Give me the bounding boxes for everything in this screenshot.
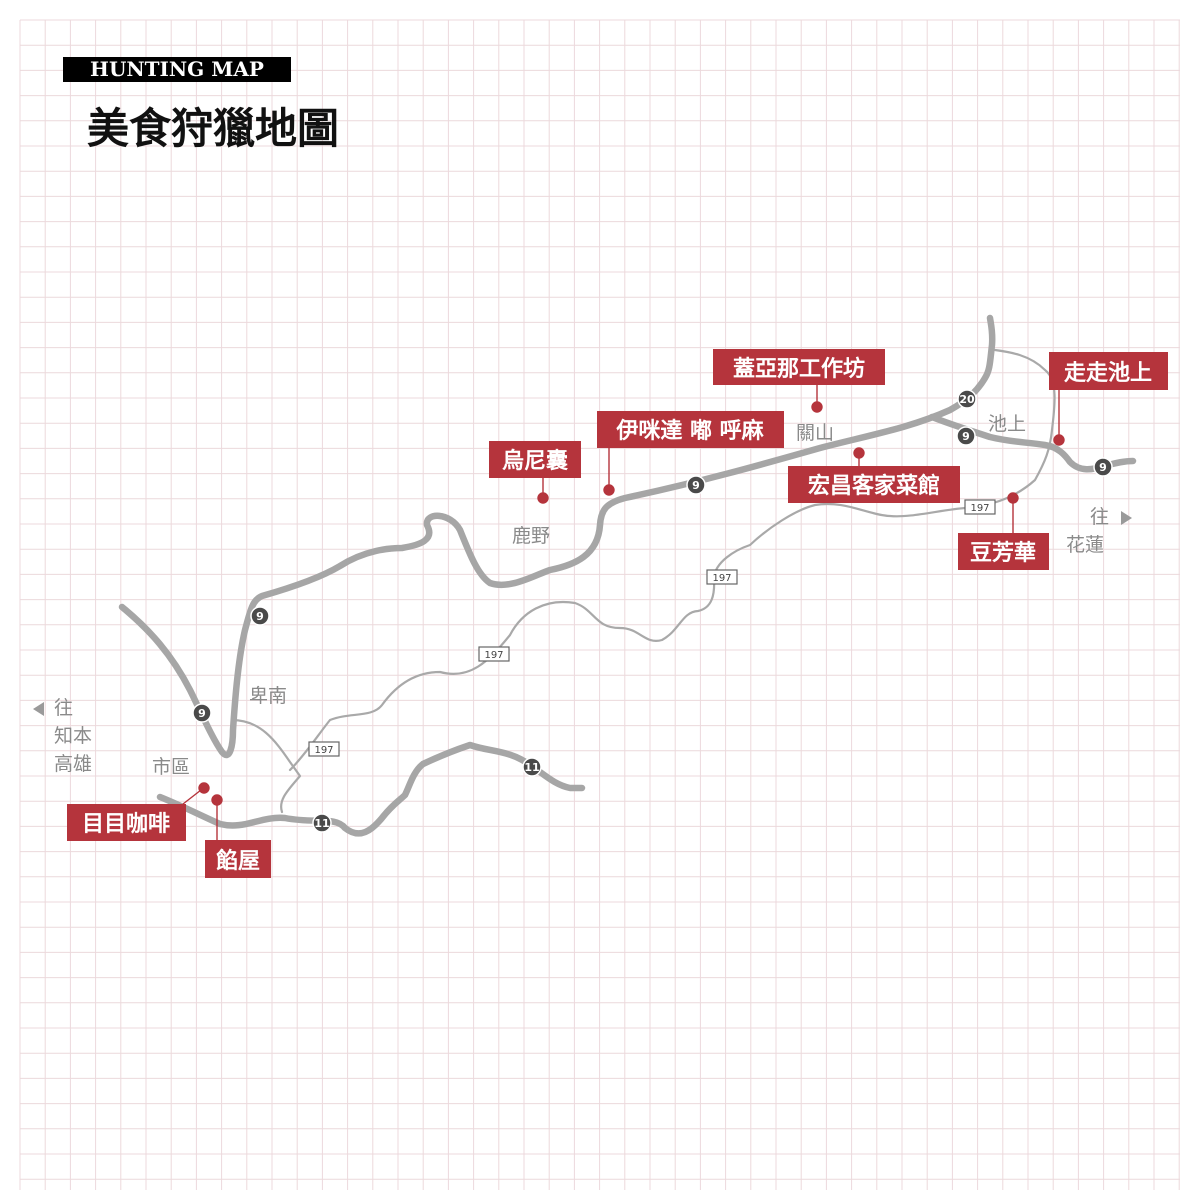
place-labels: 鹿野 關山 池上 卑南 市區: [152, 413, 1026, 778]
route-shield-icon: 197: [706, 569, 738, 585]
poi-marker-icon[interactable]: [811, 401, 823, 413]
place-label-luye: 鹿野: [512, 525, 550, 547]
route-shield-label: 9: [692, 479, 700, 492]
route-shield-label: 11: [314, 817, 329, 830]
place-label-beinan: 卑南: [249, 685, 287, 707]
route-shield-icon: 9: [250, 606, 270, 626]
road-197: [230, 348, 1056, 814]
route-shield-icon: 20: [957, 389, 977, 409]
direction-west: 往 知本 高雄: [33, 697, 92, 775]
route-shield-icon: 9: [192, 703, 212, 723]
route-shield-label: 197: [970, 503, 989, 514]
map-header: HUNTING MAP 美食狩獵地圖: [63, 57, 339, 153]
direction-east-line1: 往: [1090, 506, 1109, 528]
poi-zouzou[interactable]: 走走池上: [1049, 352, 1168, 390]
place-label-city: 市區: [152, 756, 190, 778]
route-shield-icon: 197: [964, 499, 996, 515]
highway-11: [156, 741, 586, 837]
route-shield-icon: 9: [956, 426, 976, 446]
place-label-chishang: 池上: [988, 413, 1026, 435]
poi-marker-icon[interactable]: [198, 782, 210, 794]
route-shield-icon: 11: [522, 757, 542, 777]
header-badge-text: HUNTING MAP: [90, 57, 264, 81]
poi-marker-icon[interactable]: [853, 447, 865, 459]
direction-west-line3: 高雄: [54, 753, 92, 775]
poi-wunirang[interactable]: 烏尼囊: [489, 441, 581, 478]
direction-west-line2: 知本: [54, 725, 92, 747]
route-shield-icon: 9: [686, 475, 706, 495]
route-shield-label: 9: [1099, 461, 1107, 474]
poi-yimida[interactable]: 伊咪達 嘟 呼麻: [597, 411, 784, 448]
poi-gaiya-label: 蓋亞那工作坊: [733, 356, 865, 382]
route-shield-label: 197: [314, 745, 333, 756]
poi-doufanghua[interactable]: 豆芳華: [958, 533, 1049, 570]
poi-marker-icon[interactable]: [1007, 492, 1019, 504]
route-shield-label: 197: [712, 573, 731, 584]
poi-markers: [182, 384, 1065, 840]
route-shield-icon: 197: [308, 741, 340, 757]
route-shields: 9 9 9 9 9 11 11 20 197 197 197 197: [192, 389, 1113, 833]
poi-yimida-label: 伊咪達 嘟 呼麻: [615, 418, 764, 444]
poi-marker-icon[interactable]: [1053, 434, 1065, 446]
poi-wunirang-label: 烏尼囊: [502, 448, 568, 474]
poi-labels: 蓋亞那工作坊 走走池上 伊咪達 嘟 呼麻 烏尼囊 宏昌客家菜館 豆芳華 目目咖啡: [67, 349, 1168, 878]
map-grid: [19, 19, 1180, 1190]
direction-east-line2: 花蓮: [1066, 534, 1104, 556]
arrow-right-icon: [1121, 511, 1132, 525]
route-shield-label: 9: [198, 707, 206, 720]
direction-west-line1: 往: [54, 697, 73, 719]
poi-doufanghua-label: 豆芳華: [970, 540, 1036, 566]
poi-hongchang[interactable]: 宏昌客家菜館: [788, 466, 960, 503]
poi-marker-icon[interactable]: [537, 492, 549, 504]
route-shield-label: 9: [962, 430, 970, 443]
route-shield-label: 20: [959, 393, 975, 406]
poi-mumu-label: 目目咖啡: [82, 811, 170, 837]
poi-mumu[interactable]: 目目咖啡: [67, 804, 186, 841]
route-shield-icon: 197: [478, 646, 510, 662]
header-badge: [63, 57, 291, 82]
arrow-left-icon: [33, 702, 44, 716]
poi-marker-icon[interactable]: [603, 484, 615, 496]
route-shield-label: 197: [484, 650, 503, 661]
map-title: 美食狩獵地圖: [87, 104, 339, 153]
direction-east: 往 花蓮: [1066, 506, 1132, 556]
route-shield-icon: 9: [1093, 457, 1113, 477]
poi-xianwu-label: 餡屋: [216, 848, 260, 874]
place-label-guanshan: 關山: [796, 422, 834, 444]
poi-xianwu[interactable]: 餡屋: [205, 840, 271, 878]
poi-marker-icon[interactable]: [211, 794, 223, 806]
poi-gaiya[interactable]: 蓋亞那工作坊: [713, 349, 885, 385]
poi-zouzou-label: 走走池上: [1064, 360, 1152, 386]
route-shield-label: 11: [524, 761, 539, 774]
poi-hongchang-label: 宏昌客家菜館: [808, 473, 940, 499]
route-shield-label: 9: [256, 610, 264, 623]
route-shield-icon: 11: [312, 813, 332, 833]
